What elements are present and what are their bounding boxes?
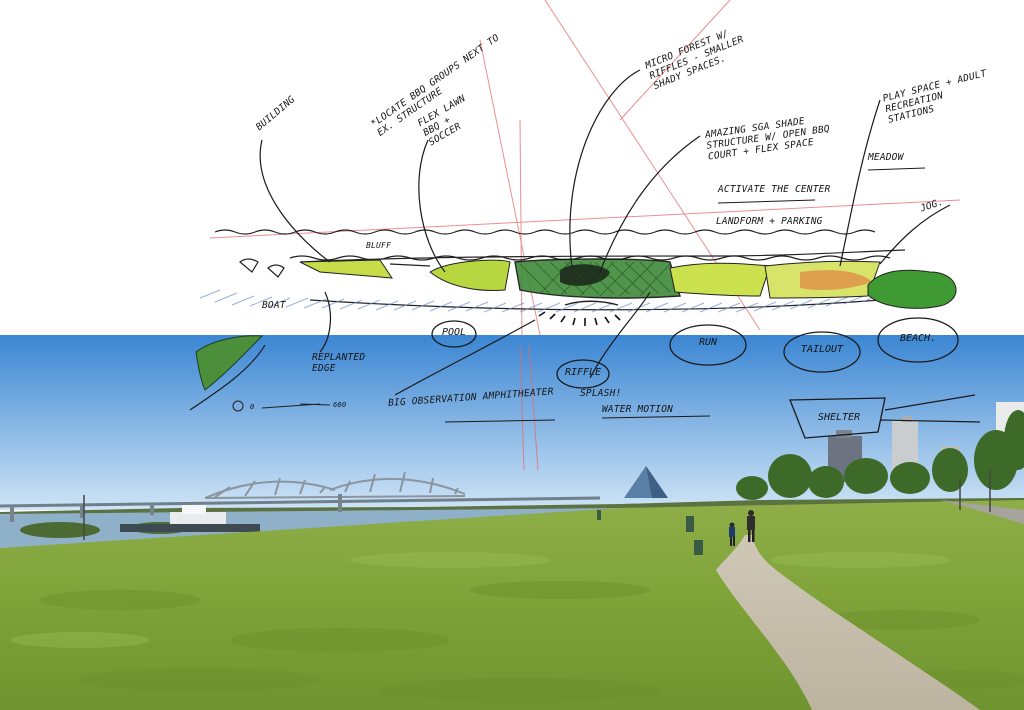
sketch-underlines	[444, 167, 926, 423]
grass-lawn	[0, 500, 1024, 710]
lamp-posts	[83, 470, 991, 540]
grass-texture	[40, 581, 1024, 702]
walking-path	[716, 535, 980, 710]
towboat	[120, 505, 260, 532]
grass-highlights	[10, 552, 950, 648]
scale-bar	[232, 400, 331, 412]
tree-line-right	[736, 410, 1024, 500]
people-walking	[729, 510, 755, 546]
note-bluff: Bluff	[366, 241, 392, 250]
bubble-pool: Pool	[441, 327, 467, 338]
splash-marks	[538, 311, 621, 326]
bridge-piers	[10, 494, 342, 522]
bubble-shelter: Shelter	[817, 412, 861, 423]
bridge-deck-far	[0, 496, 601, 508]
note-activate: Activate the center	[718, 184, 831, 195]
sketch-hatching	[519, 261, 671, 297]
pyramid-building	[624, 466, 668, 498]
note-boat: Boat	[262, 300, 286, 311]
road	[940, 500, 1024, 524]
note-meadow: Meadow	[868, 152, 904, 163]
note-replanted: Replanted edge	[312, 352, 366, 374]
note-water-motion: Water motion	[602, 404, 674, 415]
scale-label-0: 0	[250, 403, 255, 411]
arch-bridge	[204, 471, 466, 499]
bubble-run: Run	[698, 337, 718, 348]
note-splash: Splash!	[580, 388, 622, 399]
bubble-outlines	[431, 317, 959, 439]
bubble-riffle: Riffle	[564, 367, 602, 378]
bubble-beach: Beach.	[899, 333, 937, 344]
trash-bins	[597, 510, 703, 555]
scale-label-600: 600	[333, 401, 347, 409]
bubble-tailout: Tailout	[800, 344, 844, 355]
note-landform: Landform + parking	[716, 216, 823, 227]
leader-lines	[189, 69, 981, 423]
